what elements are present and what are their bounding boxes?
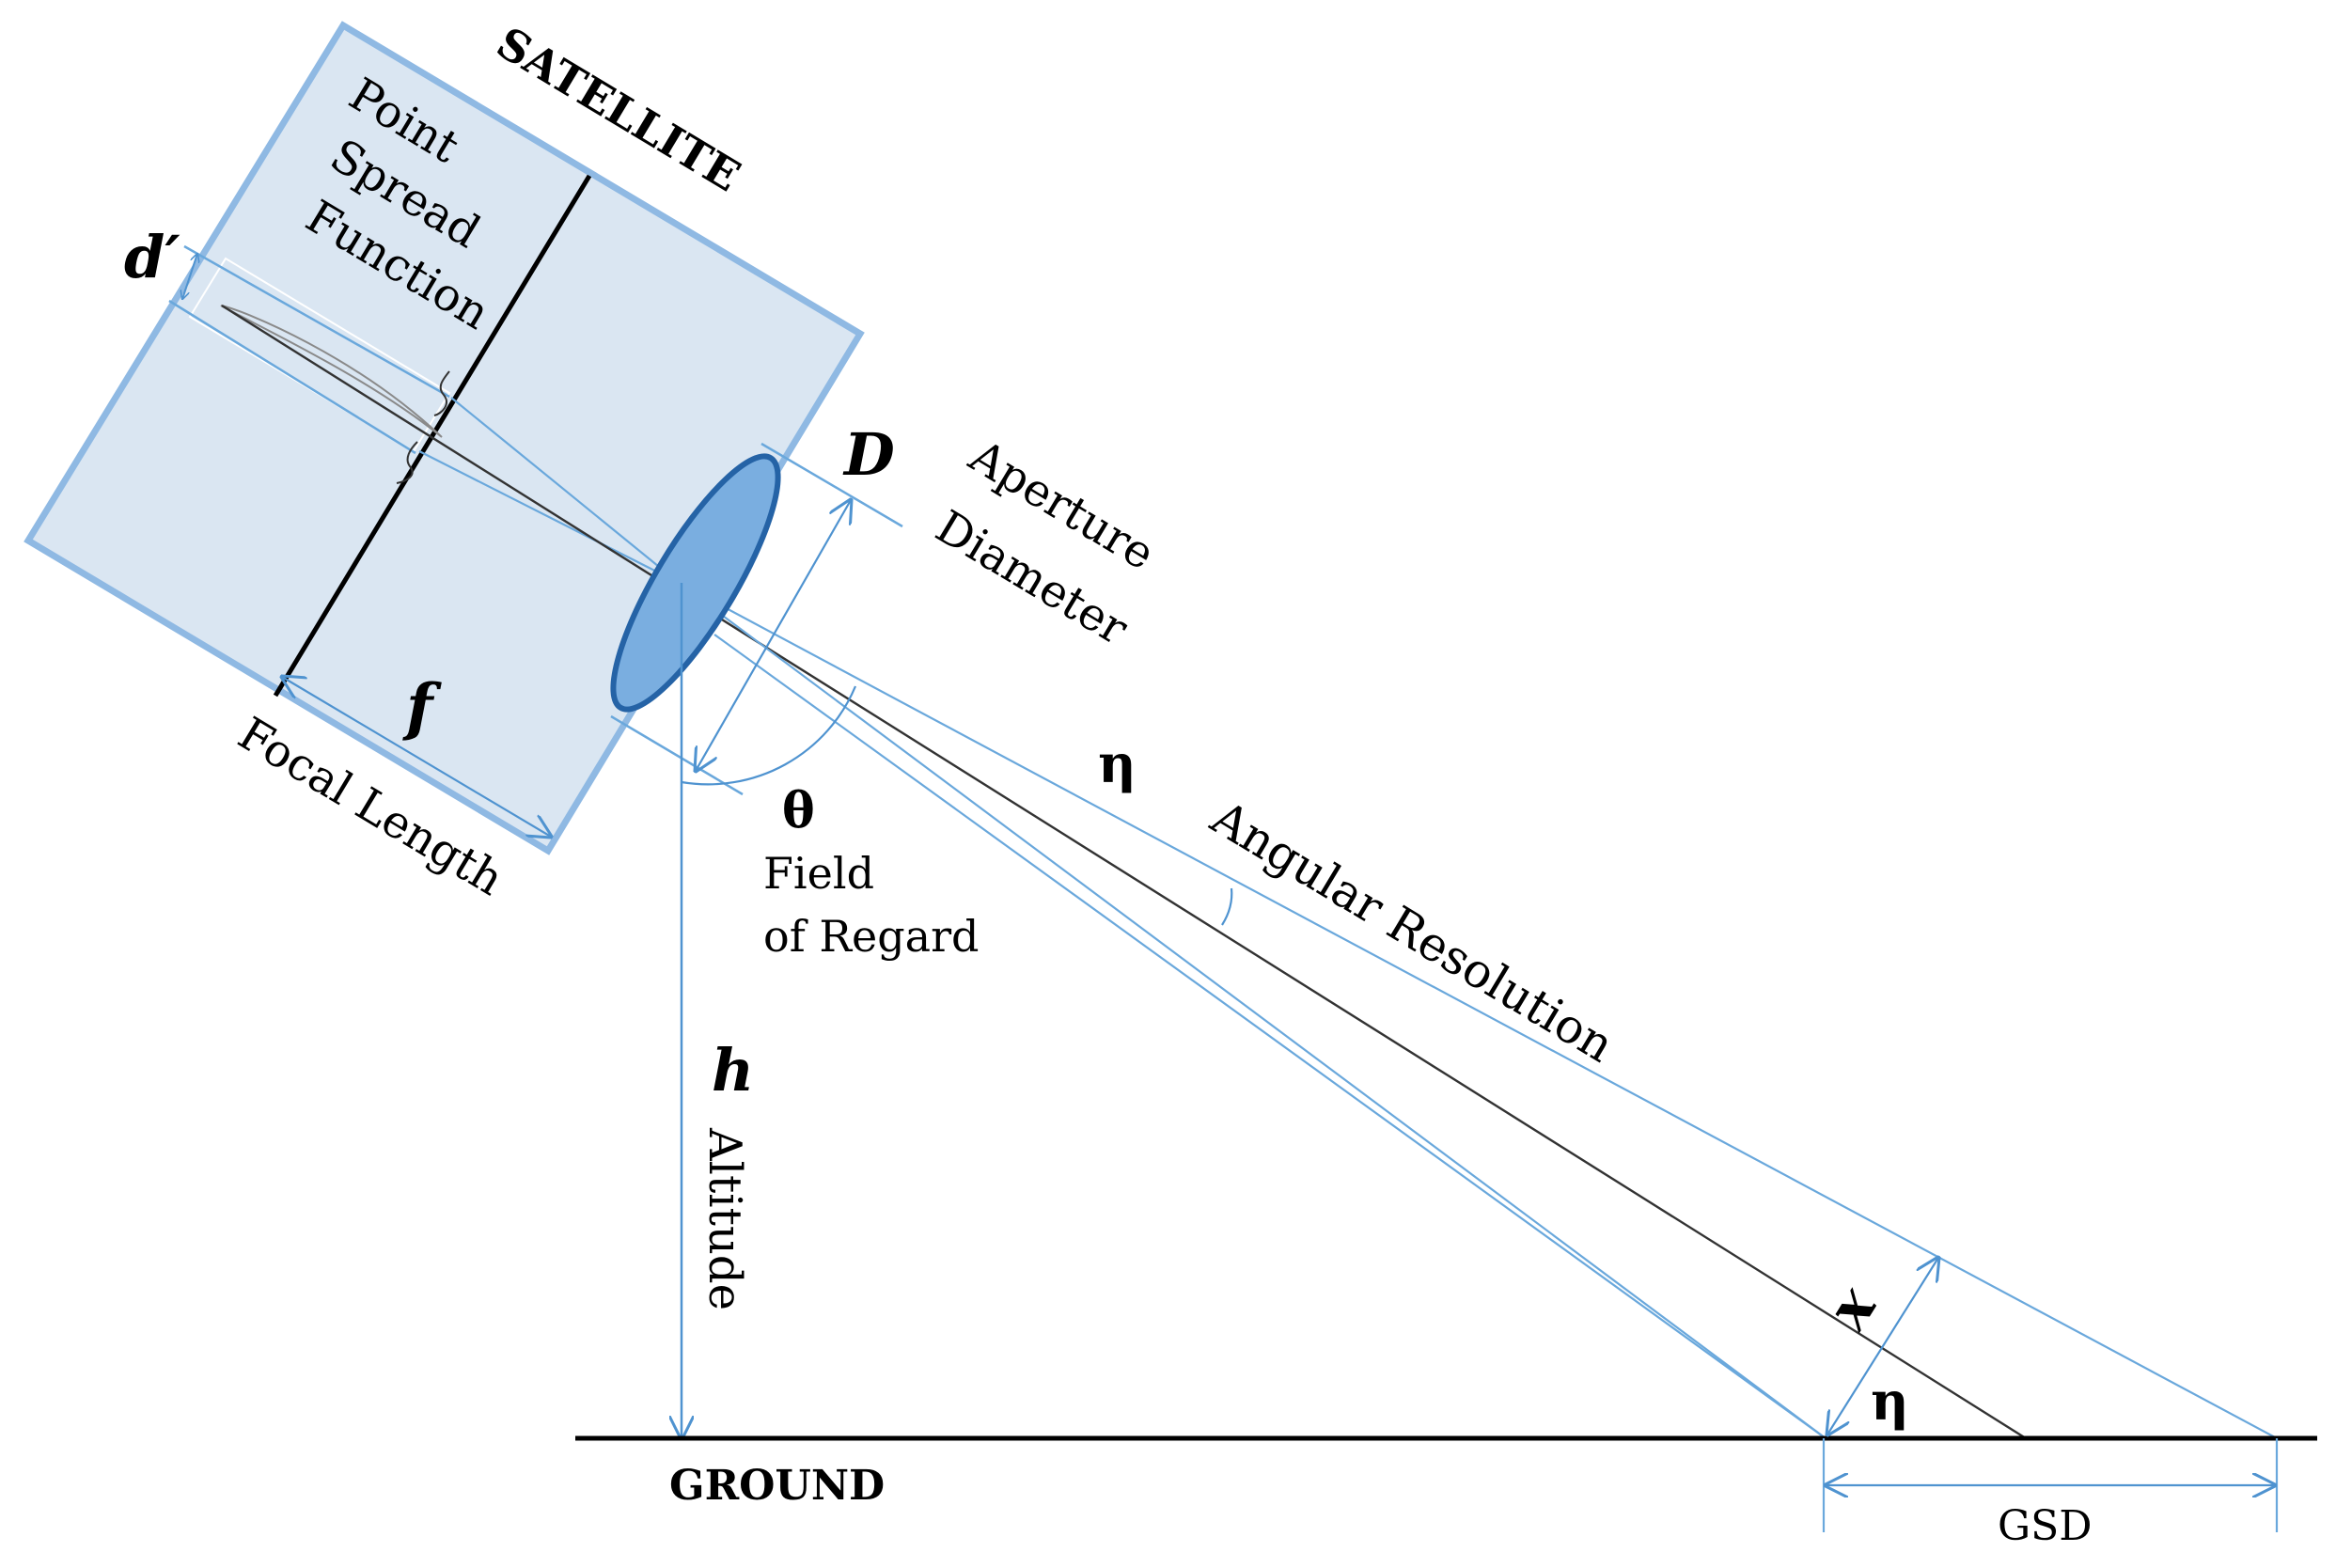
psf-wave-bottom	[396, 441, 418, 484]
ray-focal-bottom	[418, 450, 680, 584]
aperture-line-bottom	[610, 714, 744, 796]
field-of-regard-line2: of Regard	[763, 911, 980, 962]
theta-label: θ	[782, 782, 815, 839]
ray-lower	[678, 582, 1826, 1439]
ray-inner-lower	[713, 634, 1826, 1439]
central-ray	[221, 304, 2027, 1440]
psf-wave-top	[433, 370, 450, 416]
field-of-regard-arc	[681, 685, 857, 786]
h-label: h	[712, 1036, 754, 1105]
eta-top-label: η	[1098, 733, 1137, 795]
d-prime-arrow	[182, 254, 197, 299]
angular-resolution-arc	[1221, 887, 1233, 926]
eta-bottom-label: η	[1871, 1371, 1909, 1433]
ground-label: GROUND	[669, 1462, 885, 1510]
D-label: D	[842, 420, 895, 489]
focal-length-arrow	[282, 677, 551, 837]
angular-resolution-label: Angular Resolution	[1201, 790, 1623, 1073]
ray-focal-top	[450, 397, 680, 584]
d-prime-line-bottom	[168, 299, 416, 455]
d-prime-label: d′	[124, 223, 180, 291]
ray-upper	[678, 582, 2278, 1439]
d-prime-line-top	[183, 244, 450, 399]
altitude-label: Altitude	[698, 1127, 751, 1310]
psf-spike	[220, 305, 443, 438]
aperture-arrow	[696, 500, 851, 771]
focal-plane-line	[273, 174, 592, 698]
x-label: x	[1812, 1274, 1890, 1342]
aperture-line-top	[760, 442, 903, 528]
field-of-regard-line1: Field	[763, 848, 874, 899]
x-arrow	[1827, 1258, 1938, 1435]
gsd-label: GSD	[1998, 1502, 2093, 1550]
